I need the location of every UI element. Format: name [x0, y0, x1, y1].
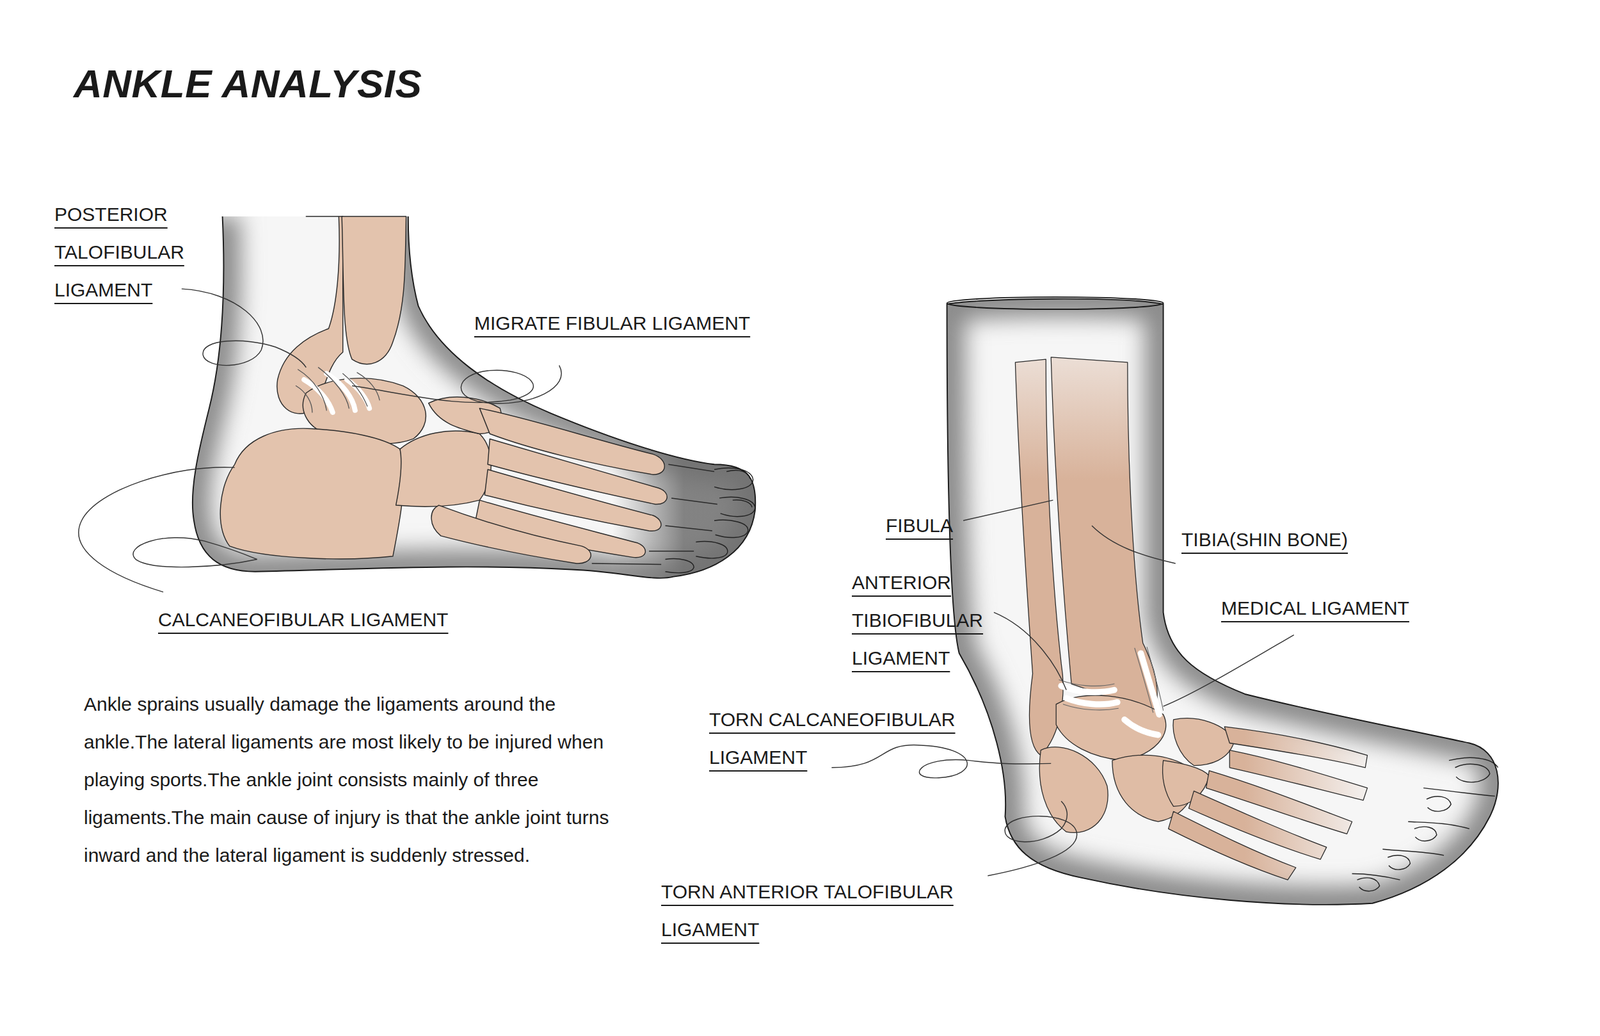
- left-foot-outline: [192, 216, 756, 578]
- right-foot-toes: [1448, 757, 1499, 767]
- right-foot-bones: [1015, 357, 1368, 880]
- left-foot-bones: [220, 428, 404, 559]
- right-foot-skin: [947, 298, 1499, 905]
- left-foot-toes: [665, 467, 756, 573]
- leader-lines: [78, 467, 235, 592]
- right-foot-toes: [1455, 763, 1490, 782]
- leader-lines: [78, 288, 1295, 876]
- right-foot-toes: [1357, 877, 1380, 891]
- bone-label: TIBIA(SHIN BONE): [1181, 520, 1348, 559]
- ligament-label: CALCANEOFIBULAR LIGAMENT: [158, 600, 448, 639]
- right-foot-skin: [947, 298, 1499, 905]
- leader-lines: [352, 365, 562, 404]
- left-foot-bones: [592, 464, 718, 564]
- left-foot-toes: [726, 470, 751, 479]
- ligament-label: ANTERIOR TIBIOFIBULAR LIGAMENT: [851, 563, 984, 677]
- left-foot-outline: [192, 216, 756, 578]
- left-foot-bones: [341, 216, 406, 365]
- right-foot-ligaments: [1061, 652, 1160, 735]
- left-foot-toes: [714, 519, 749, 537]
- left-foot-toes: [719, 496, 756, 516]
- right-foot-outline: [947, 298, 1499, 905]
- right-foot-ligaments: [1059, 647, 1164, 735]
- leader-lines: [993, 611, 1067, 690]
- right-foot-outline: [947, 296, 1499, 905]
- leader-lines: [831, 744, 1051, 777]
- right-foot-bones: [1168, 810, 1296, 880]
- right-foot-toes: [1352, 757, 1499, 891]
- leader-lines: [987, 800, 1077, 875]
- ligament-label: MIGRATE FIBULAR LIGAMENT: [474, 304, 751, 342]
- right-foot-bones: [1173, 718, 1235, 766]
- right-foot-skin: [947, 298, 1499, 905]
- right-foot-toes: [1414, 826, 1437, 841]
- left-foot-skin: [192, 216, 776, 603]
- left-foot-bones: [396, 430, 492, 507]
- bone-label: FIBULA: [885, 506, 953, 544]
- left-foot-ligaments: [304, 373, 370, 413]
- right-foot-toes: [1387, 855, 1410, 870]
- left-foot-toes: [695, 541, 728, 559]
- ligament-label: TORN CALCANEOFIBULAR LIGAMENT: [709, 700, 1005, 776]
- left-foot-toes: [732, 499, 752, 507]
- ligament-label: MEDICAL LIGAMENT: [1221, 588, 1410, 627]
- leader-lines: [133, 537, 258, 568]
- leader-lines: [1091, 525, 1176, 564]
- description-note: Ankle sprains usually damage the ligamen…: [83, 684, 640, 874]
- leader-lines: [963, 499, 1053, 521]
- right-foot-skin: [947, 298, 1499, 905]
- left-foot-toes: [714, 467, 754, 490]
- right-foot-outline: [947, 296, 1164, 310]
- left-foot-bones: [220, 216, 718, 565]
- left-foot-toes: [665, 558, 695, 573]
- right-foot-bones: [1188, 790, 1327, 859]
- leader-lines: [1163, 634, 1295, 707]
- left-foot-ligaments: [295, 367, 380, 413]
- right-foot-bones: [1039, 746, 1108, 833]
- ligament-label: TORN ANTERIOR TALOFIBULAR LIGAMENT: [661, 872, 1008, 948]
- ligament-label: POSTERIOR TALOFIBULAR LIGAMENT: [54, 195, 185, 309]
- right-foot-toes: [1352, 787, 1496, 880]
- left-foot-ligaments: [295, 367, 380, 413]
- left-foot-bones: [431, 504, 591, 564]
- left-foot-skin: [192, 216, 776, 603]
- right-foot-ligaments: [1059, 647, 1164, 713]
- right-foot-toes: [1426, 796, 1451, 811]
- page-title: ANKLE ANALYSIS: [73, 64, 422, 104]
- leader-lines: [181, 288, 307, 368]
